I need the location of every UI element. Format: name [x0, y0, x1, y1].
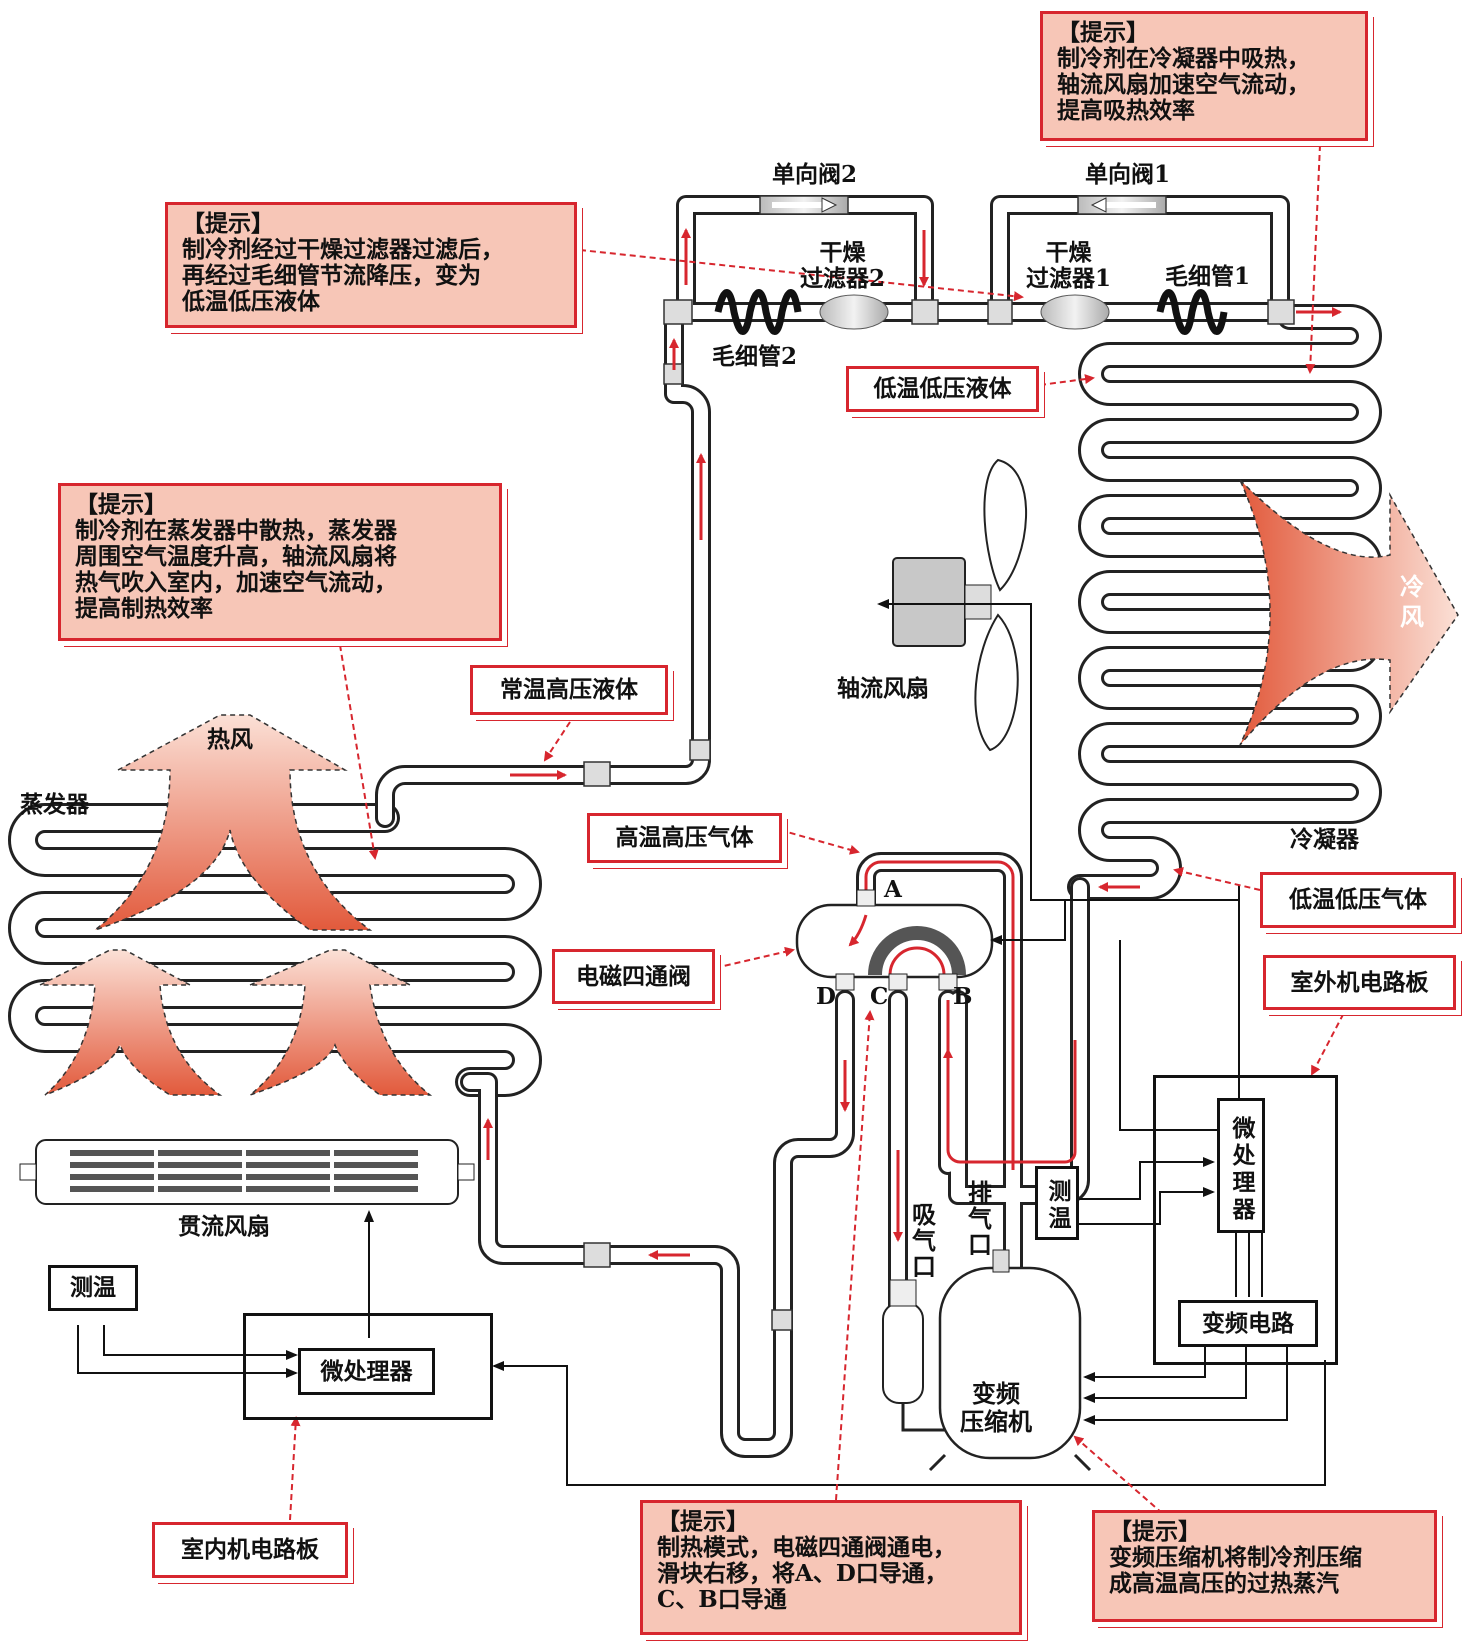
tip-dryer: 【提示】 制冷剂经过干燥过滤器过滤后， 再经过毛细管节流降压，变为 低温低压液体 [165, 202, 577, 328]
mcu-outdoor: 微处理器 [1217, 1098, 1265, 1233]
dryer-2-label: 干燥 过滤器2 [800, 240, 885, 292]
control-wiring [77, 599, 1326, 1486]
tip-evaporator-line: 制冷剂在蒸发器中散热，蒸发器 [75, 517, 397, 544]
tip-compressor-title: 【提示】 [1109, 1518, 1201, 1545]
tip-dryer-title: 【提示】 [182, 210, 274, 237]
tip-evaporator-line: 周围空气温度升高，轴流风扇将 [75, 543, 397, 570]
compressor-label-2: 压缩机 [960, 1407, 1032, 1436]
dryer-2-label-line1: 干燥 [819, 239, 866, 266]
port-b-label: B [953, 983, 973, 1010]
callout-outdoor-board: 室外机电路板 [1263, 955, 1456, 1010]
condenser-coil [1067, 304, 1382, 900]
condenser-label: 冷凝器 [1290, 826, 1359, 853]
callout-high-temp-gas: 高温高压气体 [587, 813, 782, 863]
outdoor-board-frame [1153, 1075, 1338, 1365]
tip-valve-line: 滑块右移，将A、D口导通， [657, 1560, 948, 1587]
capillary-2-label: 毛细管2 [712, 343, 798, 370]
port-c-label: C [870, 983, 889, 1010]
dryer-1-label-line1: 干燥 [1045, 239, 1092, 266]
dryer-1-label-line2: 过滤器1 [1026, 265, 1112, 292]
indoor-board-frame [243, 1313, 493, 1420]
capillary-2 [714, 289, 802, 335]
callout-low-temp-gas: 低温低压气体 [1260, 872, 1456, 928]
tip-valve-line: 制热模式，电磁四通阀通电， [657, 1534, 956, 1561]
cold-wind-label: 冷 风 [1400, 572, 1424, 632]
evaporator-label: 蒸发器 [20, 791, 89, 818]
flow-lines [864, 860, 1077, 1170]
discharge-2: 气 [968, 1204, 992, 1233]
mcu-indoor: 微处理器 [298, 1348, 435, 1395]
compressor-label: 变频 压缩机 [960, 1380, 1032, 1436]
temp-sensor-indoor: 测温 [48, 1265, 138, 1311]
tip-evaporator-line: 提高制热效率 [75, 595, 213, 622]
hot-wind-label: 热风 [207, 726, 253, 753]
tip-dryer-line: 低温低压液体 [182, 288, 320, 315]
cross-flow-fan [19, 1139, 475, 1205]
check-valve-1-label: 单向阀1 [1085, 161, 1171, 188]
compressor-label-1: 变频 [972, 1379, 1020, 1408]
tip-condenser-line: 轴流风扇加速空气流动， [1057, 71, 1310, 98]
tip-condenser: 【提示】 制冷剂在冷凝器中吸热， 轴流风扇加速空气流动， 提高吸热效率 [1040, 11, 1368, 141]
temp-sensor-outdoor: 测温 [1035, 1166, 1079, 1240]
tip-evaporator: 【提示】 制冷剂在蒸发器中散热，蒸发器 周围空气温度升高，轴流风扇将 热气吹入室… [58, 483, 502, 641]
discharge-3: 口 [968, 1230, 992, 1259]
port-d-label: D [816, 983, 836, 1010]
cross-fan-label: 贯流风扇 [178, 1213, 270, 1240]
suction-3: 口 [912, 1252, 936, 1281]
dryer-filter-2 [819, 294, 889, 330]
hot-wind-arrows [39, 714, 433, 1096]
cold-wind-arrow [1239, 479, 1459, 746]
capillary-1 [1156, 289, 1228, 335]
tip-condenser-title: 【提示】 [1057, 19, 1149, 46]
tees [583, 299, 1295, 1331]
tip-valve-title: 【提示】 [657, 1508, 749, 1535]
suction-port-label: 吸 气 口 [910, 1202, 938, 1280]
discharge-port-label: 排 气 口 [966, 1180, 994, 1258]
capillary-1-label: 毛细管1 [1165, 263, 1251, 290]
callout-indoor-board: 室内机电路板 [152, 1522, 348, 1578]
tip-dryer-line: 制冷剂经过干燥过滤器过滤后， [182, 236, 504, 263]
four-way-valve [795, 889, 994, 991]
suction-1: 吸 [912, 1200, 936, 1229]
discharge-1: 排 [968, 1178, 992, 1207]
dryer-2-label-line2: 过滤器2 [800, 265, 886, 292]
axial-fan [892, 458, 1027, 752]
flow-arrows [483, 228, 1342, 1260]
tip-condenser-line: 提高吸热效率 [1057, 97, 1195, 124]
tip-evaporator-title: 【提示】 [75, 491, 167, 518]
tip-compressor: 【提示】 变频压缩机将制冷剂压缩 成高温高压的过热蒸汽 [1092, 1510, 1437, 1622]
check-valve-2 [759, 195, 849, 215]
dryer-filter-1 [1040, 294, 1110, 330]
tip-compressor-line: 变频压缩机将制冷剂压缩 [1109, 1544, 1362, 1571]
check-valve-2-label: 单向阀2 [772, 161, 858, 188]
callout-low-temp-liquid: 低温低压液体 [846, 366, 1039, 412]
evaporator-coil [8, 803, 542, 1097]
tip-dryer-line: 再经过毛细管节流降压，变为 [182, 262, 481, 289]
inverter-circuit: 变频电路 [1178, 1300, 1318, 1347]
tip-condenser-line: 制冷剂在冷凝器中吸热， [1057, 45, 1310, 72]
tip-evaporator-line: 热气吹入室内，加速空气流动， [75, 569, 397, 596]
callout-solenoid-valve: 电磁四通阀 [552, 949, 715, 1004]
suction-2: 气 [912, 1226, 936, 1255]
tip-compressor-line: 成高温高压的过热蒸汽 [1109, 1570, 1339, 1597]
cold-wind-label-1: 冷 [1400, 572, 1424, 601]
callout-leaders [289, 144, 1349, 1521]
compressor [882, 1249, 1092, 1472]
port-a-label: A [884, 876, 902, 903]
dryer-1-label: 干燥 过滤器1 [1026, 240, 1111, 292]
check-valve-1 [1077, 195, 1167, 215]
tip-valve-line: C、B口导通 [657, 1586, 787, 1613]
tip-valve: 【提示】 制热模式，电磁四通阀通电， 滑块右移，将A、D口导通， C、B口导通 [640, 1500, 1022, 1635]
callout-normal-temp-liquid: 常温高压液体 [470, 665, 668, 715]
axial-fan-label: 轴流风扇 [837, 675, 929, 702]
cold-wind-label-2: 风 [1400, 602, 1424, 631]
